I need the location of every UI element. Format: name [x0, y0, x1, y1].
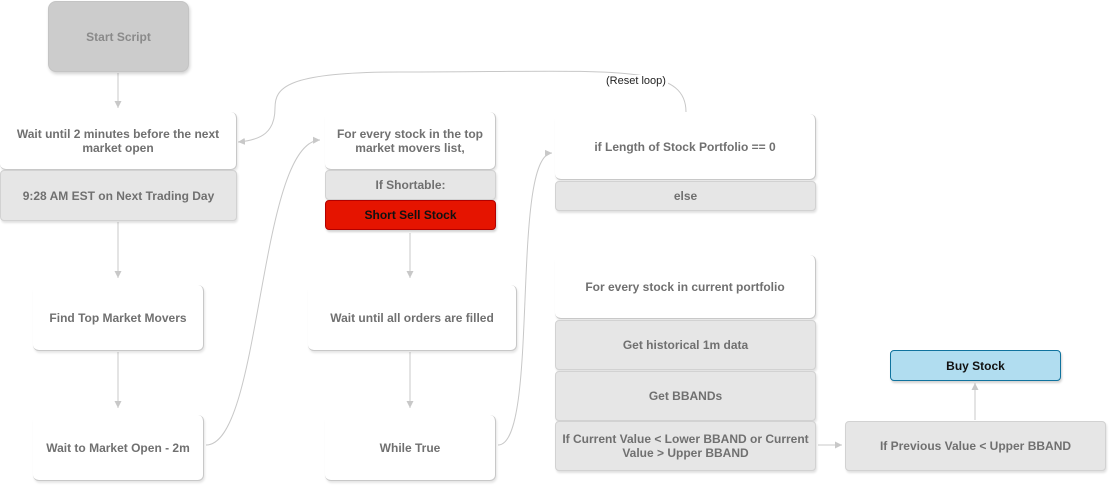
wait-market-open-node[interactable]: Wait to Market Open - 2m — [33, 415, 204, 481]
get-bbands-node[interactable]: Get BBANDs — [555, 371, 816, 421]
else-node[interactable]: else — [555, 181, 816, 211]
for-every-mover-node[interactable]: For every stock in the top market movers… — [325, 112, 496, 170]
if-shortable-node[interactable]: If Shortable: — [325, 170, 496, 200]
short-sell-stock-node[interactable]: Short Sell Stock — [325, 200, 496, 230]
if-current-value-node[interactable]: If Current Value < Lower BBAND or Curren… — [555, 421, 816, 471]
if-portfolio-empty-node[interactable]: if Length of Stock Portfolio == 0 — [555, 114, 816, 180]
start-script-node[interactable]: Start Script — [48, 1, 189, 72]
find-top-movers-node[interactable]: Find Top Market Movers — [33, 285, 204, 351]
wait-orders-filled-node[interactable]: Wait until all orders are filled — [308, 285, 517, 351]
reset-loop-label: (Reset loop) — [604, 75, 668, 88]
while-true-node[interactable]: While True — [325, 415, 496, 481]
next-trading-day-node[interactable]: 9:28 AM EST on Next Trading Day — [0, 170, 237, 221]
for-every-portfolio-node[interactable]: For every stock in current portfolio — [555, 255, 816, 319]
if-previous-value-node[interactable]: If Previous Value < Upper BBAND — [845, 421, 1106, 471]
get-historical-data-node[interactable]: Get historical 1m data — [555, 320, 816, 370]
buy-stock-node[interactable]: Buy Stock — [890, 350, 1061, 381]
wait-before-open-node[interactable]: Wait until 2 minutes before the next mar… — [0, 112, 237, 170]
